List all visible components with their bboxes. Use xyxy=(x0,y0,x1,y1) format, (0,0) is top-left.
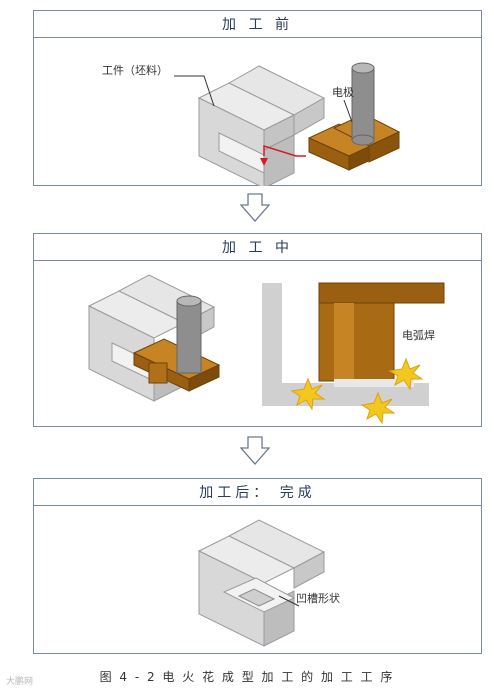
down-arrow-1 xyxy=(240,193,270,222)
electrode-machining xyxy=(132,295,221,392)
during-illustration: 电弧焊 xyxy=(87,274,445,425)
down-arrow-2 xyxy=(240,436,270,465)
panel-during-body: 电弧焊 xyxy=(34,261,481,427)
panel-before-title: 加 工 前 xyxy=(34,11,481,38)
electrode-leader xyxy=(343,99,353,123)
electrode-label: 电极 xyxy=(332,85,354,99)
motion-arrow xyxy=(260,144,306,166)
panel-after-title: 加工后： 完成 xyxy=(34,479,481,506)
workpiece-leader xyxy=(174,75,215,107)
electrode xyxy=(307,62,401,171)
spark-icon xyxy=(290,357,424,425)
cross-section xyxy=(262,282,445,413)
panel-before: 加 工 前 工件（坯料） xyxy=(33,10,482,189)
workpiece-block xyxy=(197,65,326,189)
panel-after: 加工后： 完成 凹槽形状 xyxy=(33,478,482,654)
panel-after-body: 凹槽形状 xyxy=(34,506,481,654)
arc-label: 电弧焊 xyxy=(402,328,435,342)
before-illustration: 工件（坯料） 电极 xyxy=(102,62,401,189)
workpiece-label: 工件（坯料） xyxy=(102,63,168,77)
finished-workpiece xyxy=(197,519,326,647)
panel-during-title: 加 工 中 xyxy=(34,234,481,261)
panel-before-body: 工件（坯料） 电极 xyxy=(34,38,481,189)
figure-caption: 图 4 - 2 电 火 花 成 型 加 工 的 加 工 工 序 xyxy=(99,670,395,684)
watermark: 大鹏网 xyxy=(6,677,34,687)
groove-label: 凹槽形状 xyxy=(296,591,340,605)
panel-during: 加 工 中 xyxy=(33,233,482,427)
after-illustration: 凹槽形状 xyxy=(197,519,340,647)
groove-leader xyxy=(278,595,300,607)
